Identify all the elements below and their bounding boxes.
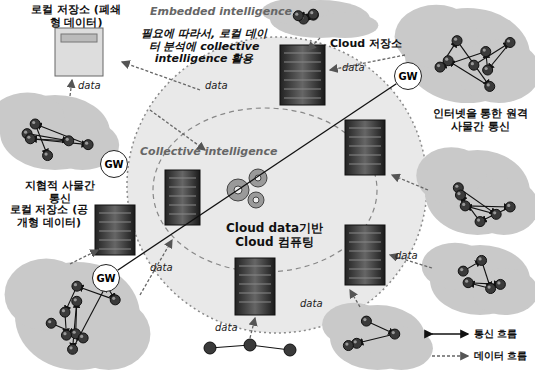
data-tag: data [150, 262, 173, 274]
gateway-circle: GW [92, 264, 120, 292]
annotation: 인터넷을 통한 원격 사물간 통신 [428, 108, 533, 133]
cloud-region [127, 37, 427, 333]
annotation: 지협적 사물간 통신 [25, 180, 95, 205]
server-icon [280, 45, 325, 105]
annotation: Collective intelligence [140, 146, 277, 159]
device-cluster [416, 147, 535, 235]
server-icon [165, 170, 200, 225]
legend-samples [432, 334, 468, 356]
server-icon [235, 258, 275, 315]
gateway-label: GW [398, 71, 417, 82]
internet-link [118, 84, 397, 270]
data-flow-arrows [70, 38, 432, 338]
device-cluster [395, 5, 535, 103]
server-icon [345, 225, 385, 285]
device-cluster [322, 303, 433, 370]
gateway-circle: GW [394, 62, 422, 90]
legend-text: 통신 흐름 [474, 327, 517, 341]
annotation: 로컬 저장소 (폐쇄형 데이터) [30, 4, 122, 29]
device-cluster [5, 258, 151, 370]
server-icon [95, 205, 135, 255]
data-tag: data [342, 62, 365, 74]
server-icon [55, 28, 103, 76]
annotation: Cloud data기반 Cloud 컴퓨팅 [212, 222, 337, 250]
data-tag: data [78, 80, 101, 92]
data-tag: data [215, 322, 238, 334]
annotation: Embedded intelligence [150, 6, 292, 19]
data-tag: data [300, 298, 323, 310]
device-cluster [422, 243, 535, 315]
gateway-label: GW [104, 159, 123, 170]
device-row [204, 339, 296, 356]
data-tag: data [395, 250, 418, 262]
server-icon [345, 120, 385, 175]
annotation: 필요에 따라서, 로컬 데이터 분석에 collective intellige… [138, 28, 270, 66]
annotation: Cloud 저장소 [330, 38, 402, 51]
gateway-circle: GW [100, 150, 128, 178]
annotation: 로컬 저장소 (공개형 데이터) [8, 204, 90, 229]
collective-ring [153, 108, 377, 272]
gateway-label: GW [96, 273, 115, 284]
data-tag: data [205, 80, 228, 92]
legend-text: 데이터 흐름 [474, 349, 527, 363]
